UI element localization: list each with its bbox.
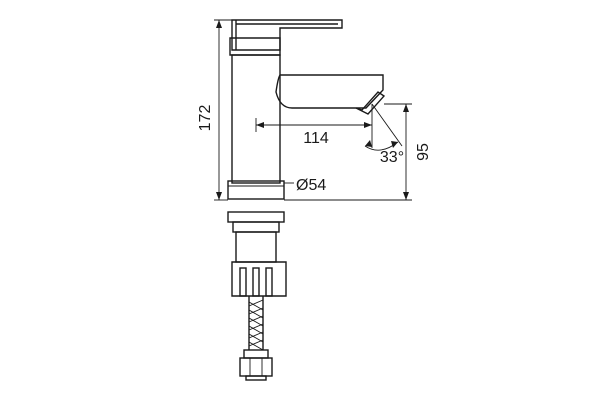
spout-height-label: 95 xyxy=(415,143,432,161)
base-diameter-label: Ø54 xyxy=(296,177,326,194)
hose-nut xyxy=(239,349,273,381)
faucet-base xyxy=(227,180,285,200)
dimension-base-diameter: Ø54 xyxy=(284,177,326,194)
dimension-spout-reach: 114 xyxy=(255,118,372,147)
dimension-height-total: 172 xyxy=(197,19,232,201)
faucet-handle xyxy=(229,19,343,56)
mounting-shank xyxy=(227,211,287,297)
dimension-spout-height: 95 xyxy=(284,103,432,201)
faucet-body xyxy=(231,54,281,184)
faucet-spout xyxy=(275,74,386,115)
height-total-label: 172 xyxy=(197,105,214,132)
spout-angle-label: 33° xyxy=(380,149,404,166)
spout-reach-label: 114 xyxy=(303,130,329,147)
supply-hose xyxy=(248,296,264,351)
dimension-spout-angle: 33° xyxy=(364,103,404,166)
